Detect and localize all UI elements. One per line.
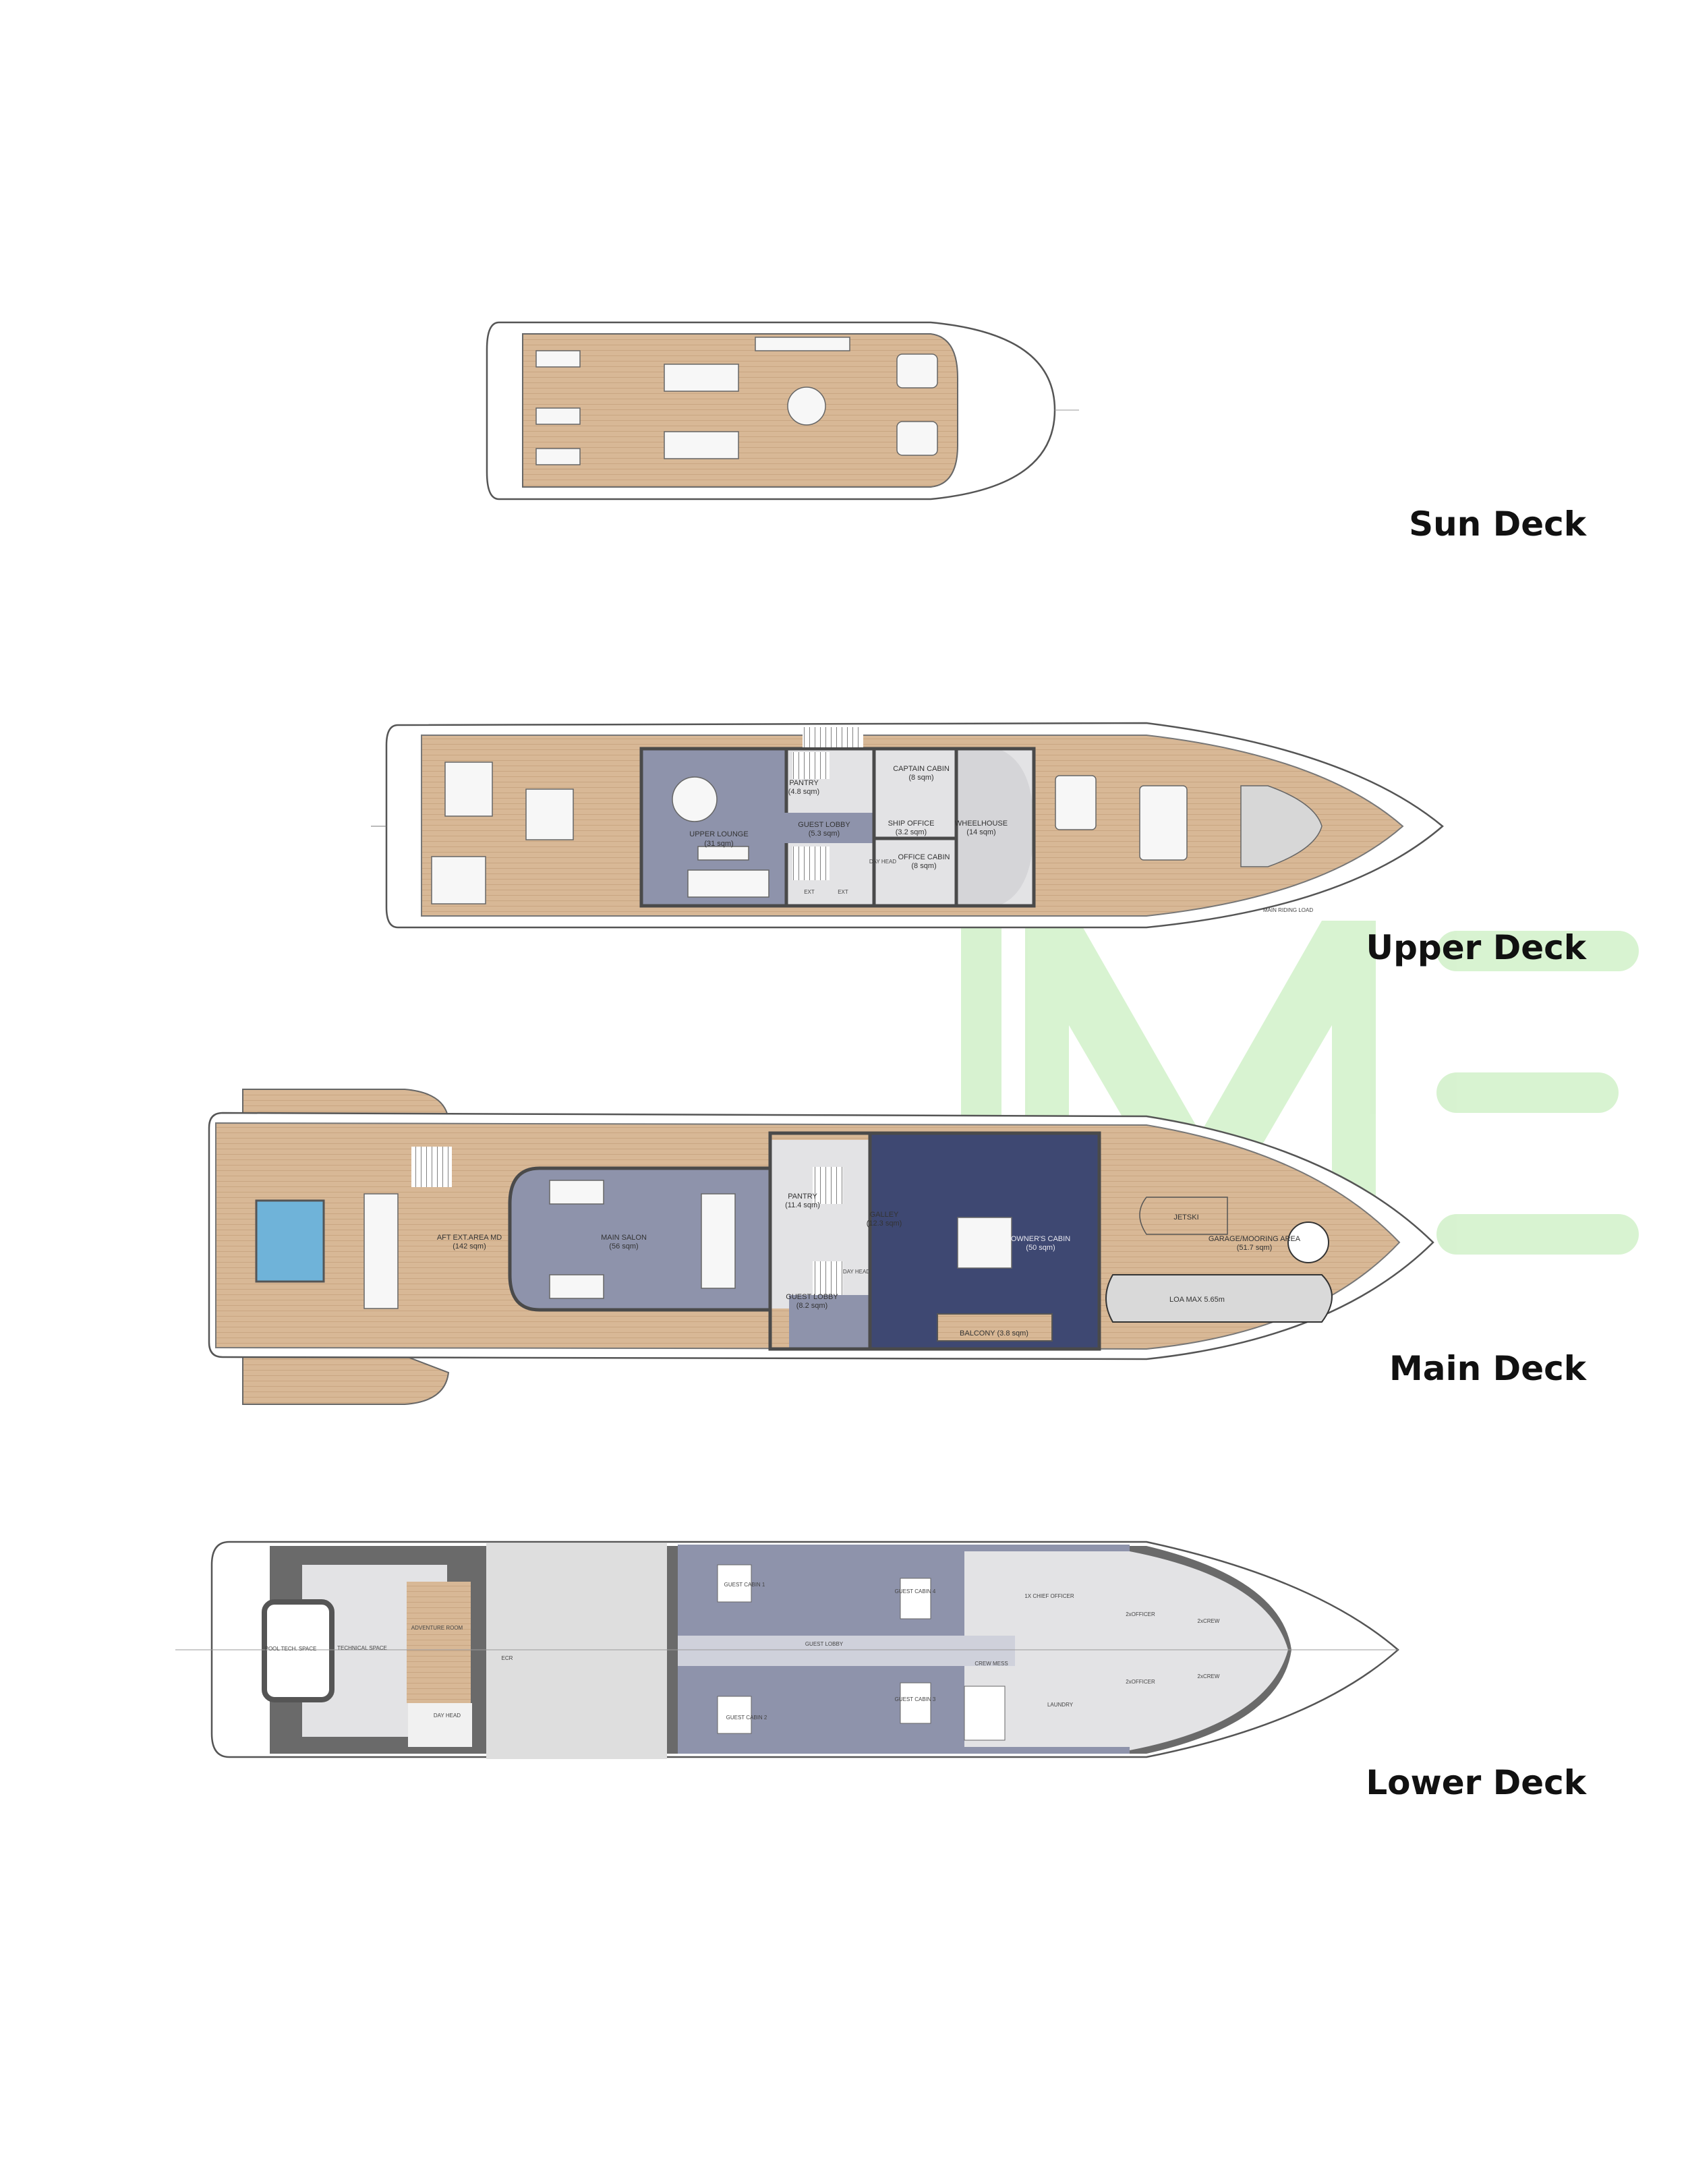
room-label-guest-cabin-2: GUEST CABIN 2	[726, 1715, 767, 1721]
upper-deck-label: Upper Deck	[1366, 928, 1588, 967]
room-label-guest-lobby: GUEST LOBBY	[786, 1293, 838, 1301]
room-label-guest-cabin-4: GUEST CABIN 4	[895, 1588, 936, 1594]
room-label-wheelhouse: WHEELHOUSE	[955, 820, 1008, 828]
jetski-label: JETSKI	[1173, 1213, 1198, 1222]
room-label-ext: EXT	[804, 889, 815, 895]
room-label-guest-cabin-1: GUEST CABIN 1	[724, 1582, 765, 1588]
tender-boat	[1105, 1274, 1333, 1323]
room-label-chief-officer: 1X CHIEF OFFICER	[1024, 1593, 1074, 1599]
room-area-upper-lounge: (31 sqm)	[704, 840, 733, 848]
room-area-office-cabin: (8 sqm)	[911, 862, 936, 870]
room-label-garage: GARAGE/MOORING AREA	[1209, 1235, 1301, 1243]
room-area-captain-cabin: (8 sqm)	[908, 774, 933, 782]
main-deck-plan: AFT EXT.AREA MD (142 sqm) MAIN SALON (56…	[208, 1089, 1588, 1405]
room-label-guest-lobby: GUEST LOBBY	[798, 821, 850, 829]
room-label-owners-cabin: OWNER'S CABIN	[1011, 1235, 1070, 1243]
room-area-pantry: (11.4 sqm)	[785, 1201, 820, 1209]
room-label-galley: GALLEY	[870, 1211, 899, 1219]
room-label-adventure-room: ADVENTURE ROOM	[411, 1625, 463, 1631]
room-label-ext: EXT	[838, 889, 848, 895]
room-label-captain-cabin: CAPTAIN CABIN	[893, 765, 950, 773]
room-area-garage: (51.7 sqm)	[1237, 1244, 1273, 1252]
room-label-officer: 2xOFFICER	[1126, 1679, 1155, 1685]
room-area-galley: (12.3 sqm)	[867, 1219, 902, 1228]
room-label-officer: 2xOFFICER	[1126, 1611, 1155, 1617]
room-label-pantry: PANTRY	[789, 779, 819, 787]
room-label-crew-mess: CREW MESS	[975, 1661, 1008, 1667]
room-area-guest-lobby: (5.3 sqm)	[809, 830, 840, 838]
room-area-pantry: (4.8 sqm)	[788, 788, 819, 796]
room-label-balcony: BALCONY (3.8 sqm)	[960, 1329, 1028, 1338]
room-area-ship-office: (3.2 sqm)	[896, 828, 927, 836]
room-label-ecr: ECR	[502, 1655, 513, 1661]
room-label-day-head: DAY HEAD	[869, 859, 896, 865]
jacuzzi-pool	[255, 1199, 325, 1283]
engine-room	[486, 1543, 667, 1759]
room-area-owners-cabin: (50 sqm)	[1026, 1244, 1055, 1252]
room-label-laundry: LAUNDRY	[1047, 1702, 1074, 1708]
upper-deck-plan: UPPER LOUNGE (31 sqm) PANTRY (4.8 sqm) G…	[371, 722, 1588, 967]
room-label-technical-space: TECHNICAL SPACE	[337, 1645, 387, 1651]
sun-deck-plan: Sun Deck	[486, 321, 1588, 544]
lower-deck-label: Lower Deck	[1366, 1763, 1587, 1802]
lower-deck-plan: POOL TECH. SPACE TECHNICAL SPACE ADVENTU…	[175, 1541, 1588, 1802]
room-label-upper-lounge: UPPER LOUNGE	[689, 830, 748, 838]
room-label-crew: 2xCREW	[1198, 1618, 1220, 1624]
owners-bed	[957, 1217, 1012, 1269]
room-label-pantry: PANTRY	[788, 1192, 817, 1201]
room-area-wheelhouse: (14 sqm)	[966, 828, 995, 836]
room-label-office-cabin: OFFICE CABIN	[898, 853, 950, 861]
tender-size-label: LOA MAX 5.65m	[1169, 1296, 1225, 1304]
room-label-ship-office: SHIP OFFICE	[888, 820, 935, 828]
room-area-main-salon: (56 sqm)	[609, 1242, 638, 1251]
room-label-pool-tech-space: POOL TECH. SPACE	[265, 1646, 317, 1652]
room-label-guest-lobby: GUEST LOBBY	[805, 1641, 844, 1647]
riding-load-note: MAIN RIDING LOAD	[1263, 907, 1313, 913]
room-label-aft-ext-area: AFT EXT.AREA MD	[437, 1234, 502, 1242]
room-label-day-head: DAY HEAD	[434, 1713, 461, 1719]
room-area-aft-ext-area: (142 sqm)	[453, 1242, 486, 1251]
watermark-logo	[961, 921, 1639, 1258]
room-label-day-head: DAY HEAD	[843, 1269, 870, 1275]
room-label-guest-cabin-3: GUEST CABIN 3	[895, 1696, 936, 1702]
room-label-crew: 2xCREW	[1198, 1673, 1220, 1679]
main-deck-label: Main Deck	[1389, 1349, 1588, 1388]
room-label-main-salon: MAIN SALON	[601, 1234, 647, 1242]
room-area-guest-lobby: (8.2 sqm)	[796, 1302, 827, 1310]
sun-deck-label: Sun Deck	[1409, 505, 1588, 544]
